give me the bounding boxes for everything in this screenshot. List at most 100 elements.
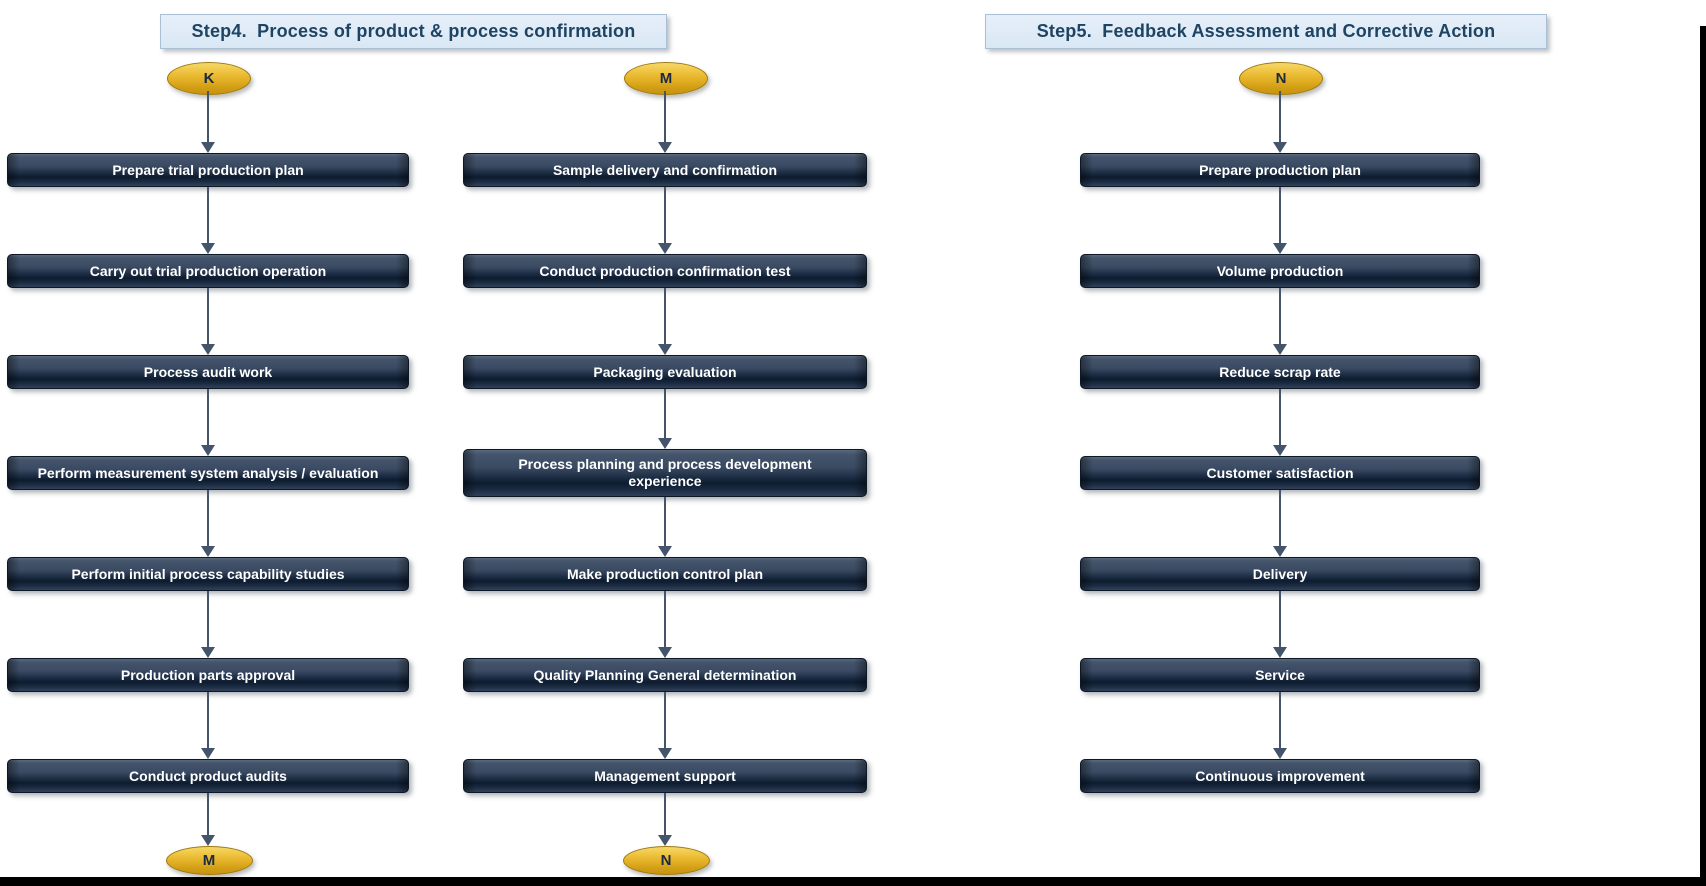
process-step-label: Process audit work	[143, 363, 273, 380]
arrow-down-head	[658, 546, 672, 557]
arrow-down	[664, 288, 666, 344]
process-step-box: Quality Planning General determination	[463, 658, 867, 692]
connector-oval-start-M: M	[624, 61, 708, 95]
process-step-box: Perform measurement system analysis / ev…	[7, 456, 409, 490]
arrow-down	[664, 591, 666, 647]
arrow-down	[207, 591, 209, 647]
connector-oval-start-K: K	[167, 61, 251, 95]
arrow-down	[1279, 389, 1281, 445]
process-step-label: Service	[1255, 666, 1305, 683]
process-step-box: Conduct product audits	[7, 759, 409, 793]
arrow-down-head	[201, 647, 215, 658]
slide-right-border	[1700, 26, 1706, 886]
arrow-down-head	[1273, 546, 1287, 557]
connector-oval-start-K-label: K	[203, 69, 215, 87]
arrow-down	[1279, 187, 1281, 243]
arrow-down-head	[201, 344, 215, 355]
process-step-label: Quality Planning General determination	[533, 666, 797, 683]
process-step-label: Conduct production confirmation test	[539, 262, 791, 279]
arrow-down-head	[658, 142, 672, 153]
process-step-label: Packaging evaluation	[593, 363, 737, 380]
arrow-down	[664, 90, 666, 142]
arrow-down-head	[201, 546, 215, 557]
process-step-box: Volume production	[1080, 254, 1480, 288]
arrow-down-head	[201, 243, 215, 254]
arrow-down	[207, 288, 209, 344]
arrow-down	[1279, 692, 1281, 748]
process-step-box: Prepare production plan	[1080, 153, 1480, 187]
process-step-box: Process audit work	[7, 355, 409, 389]
process-step-label: Customer satisfaction	[1206, 464, 1354, 481]
arrow-down-head	[1273, 142, 1287, 153]
step4-header: Step4. Process of product & process conf…	[160, 14, 667, 49]
process-step-label: Perform measurement system analysis / ev…	[37, 464, 379, 481]
arrow-down-head	[658, 344, 672, 355]
process-step-label: Production parts approval	[120, 666, 296, 683]
process-step-label: Process planning and process development…	[518, 456, 812, 489]
step5-header: Step5. Feedback Assessment and Correctiv…	[985, 14, 1547, 49]
arrow-down-head	[201, 748, 215, 759]
arrow-down-head	[201, 834, 215, 846]
arrow-down-head	[1273, 243, 1287, 254]
process-step-label: Sample delivery and confirmation	[552, 161, 778, 178]
process-step-box: Reduce scrap rate	[1080, 355, 1480, 389]
arrow-down	[664, 389, 666, 438]
connector-oval-end-N-label: N	[660, 851, 672, 869]
process-step-box: Production parts approval	[7, 658, 409, 692]
arrow-down-head	[658, 834, 672, 846]
arrow-down	[1279, 591, 1281, 647]
arrow-down	[207, 793, 209, 835]
process-step-box: Customer satisfaction	[1080, 456, 1480, 490]
process-step-label: Delivery	[1252, 565, 1308, 582]
process-step-box: Delivery	[1080, 557, 1480, 591]
arrow-down	[207, 187, 209, 243]
process-step-label: Conduct product audits	[129, 767, 287, 784]
arrow-down	[207, 490, 209, 546]
process-step-box: Conduct production confirmation test	[463, 254, 867, 288]
process-step-box: Sample delivery and confirmation	[463, 153, 867, 187]
process-step-box: Service	[1080, 658, 1480, 692]
arrow-down-head	[658, 748, 672, 759]
process-step-box: Continuous improvement	[1080, 759, 1480, 793]
arrow-down	[664, 497, 666, 546]
arrow-down-head	[658, 438, 672, 449]
arrow-down	[1279, 90, 1281, 142]
arrow-down	[1279, 288, 1281, 344]
arrow-down-head	[201, 445, 215, 456]
arrow-down	[664, 187, 666, 243]
process-step-box: Process planning and process development…	[463, 449, 867, 497]
process-step-label: Reduce scrap rate	[1219, 363, 1341, 380]
slide-bottom-border	[0, 877, 1706, 886]
process-step-box: Make production control plan	[463, 557, 867, 591]
connector-oval-start-M-label: M	[659, 69, 673, 87]
arrow-down-head	[1273, 748, 1287, 759]
process-step-label: Volume production	[1216, 262, 1344, 279]
process-step-box: Management support	[463, 759, 867, 793]
arrow-down-head	[1273, 344, 1287, 355]
arrow-down-head	[1273, 647, 1287, 658]
process-step-label: Carry out trial production operation	[89, 262, 327, 279]
connector-oval-end-N: N	[622, 845, 710, 875]
process-step-box: Prepare trial production plan	[7, 153, 409, 187]
arrow-down-head	[658, 647, 672, 658]
process-step-label: Prepare trial production plan	[112, 161, 304, 178]
connector-oval-start-N: N	[1239, 61, 1323, 95]
arrow-down	[207, 389, 209, 445]
connector-oval-start-N-label: N	[1275, 69, 1287, 87]
process-step-label: Prepare production plan	[1199, 161, 1361, 178]
process-step-box: Carry out trial production operation	[7, 254, 409, 288]
arrow-down-head	[201, 142, 215, 153]
arrow-down-head	[658, 243, 672, 254]
arrow-down	[207, 692, 209, 748]
process-step-label: Make production control plan	[566, 565, 763, 582]
process-step-label: Perform initial process capability studi…	[71, 565, 345, 582]
process-step-label: Continuous improvement	[1195, 767, 1365, 784]
step4-header-label: Step4. Process of product & process conf…	[191, 21, 636, 41]
step5-header-label: Step5. Feedback Assessment and Correctiv…	[1036, 21, 1496, 41]
arrow-down	[1279, 490, 1281, 546]
process-step-box: Packaging evaluation	[463, 355, 867, 389]
process-step-label: Management support	[594, 767, 736, 784]
process-step-box: Perform initial process capability studi…	[7, 557, 409, 591]
connector-oval-end-M-label: M	[202, 851, 216, 869]
